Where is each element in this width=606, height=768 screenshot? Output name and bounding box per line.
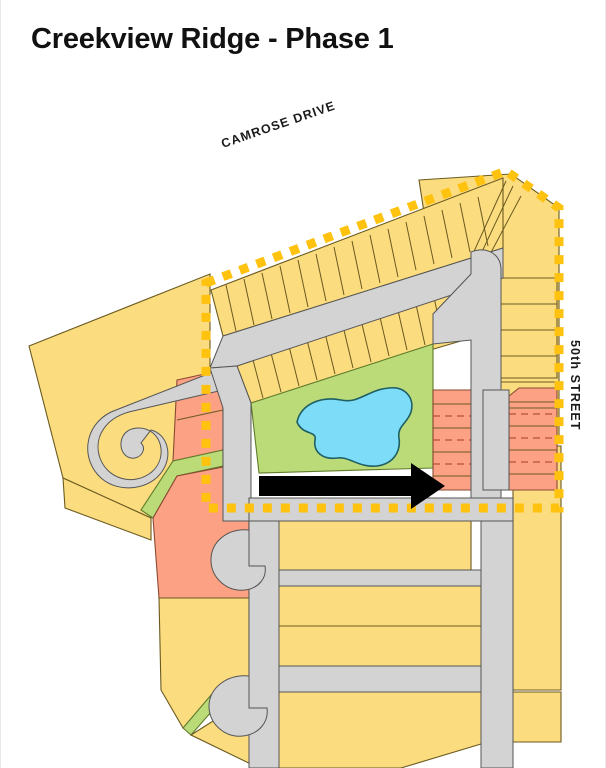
annotation-arrow: [259, 463, 445, 509]
roadways: [87, 247, 514, 768]
parcel-south-block-c[interactable]: [253, 625, 489, 667]
street-label-50th-street: 50th STREET: [568, 340, 582, 431]
page-title: Creekview Ridge - Phase 1: [31, 22, 394, 55]
subdivision-site-plan[interactable]: CAMROSE DRIVE 50th STREET: [1, 78, 606, 768]
road-cul-de-sac-north[interactable]: [210, 529, 266, 591]
title-bar: Creekview Ridge - Phase 1: [1, 0, 606, 78]
road-northwest-loop[interactable]: [87, 367, 224, 489]
road-east-vertical[interactable]: [480, 520, 514, 768]
lot-band-northeast-right[interactable]: [498, 277, 558, 379]
road-south-branch-a[interactable]: [278, 569, 482, 587]
road-south-branch-b[interactable]: [278, 665, 494, 693]
parcel-south-block-a[interactable]: [248, 520, 472, 571]
road-cul-de-sac-south[interactable]: [208, 675, 268, 737]
storm-pond[interactable]: [296, 387, 413, 467]
map-stage[interactable]: CAMROSE DRIVE 50th STREET: [1, 78, 606, 768]
parcel-west-lower[interactable]: [62, 477, 152, 541]
parcel-multi-east-right[interactable]: [508, 387, 558, 491]
arrow-icon: [259, 463, 445, 509]
parcel-south-block-b[interactable]: [253, 585, 482, 627]
road-east-connector[interactable]: [482, 389, 510, 491]
street-label-camrose-drive: CAMROSE DRIVE: [219, 99, 337, 151]
